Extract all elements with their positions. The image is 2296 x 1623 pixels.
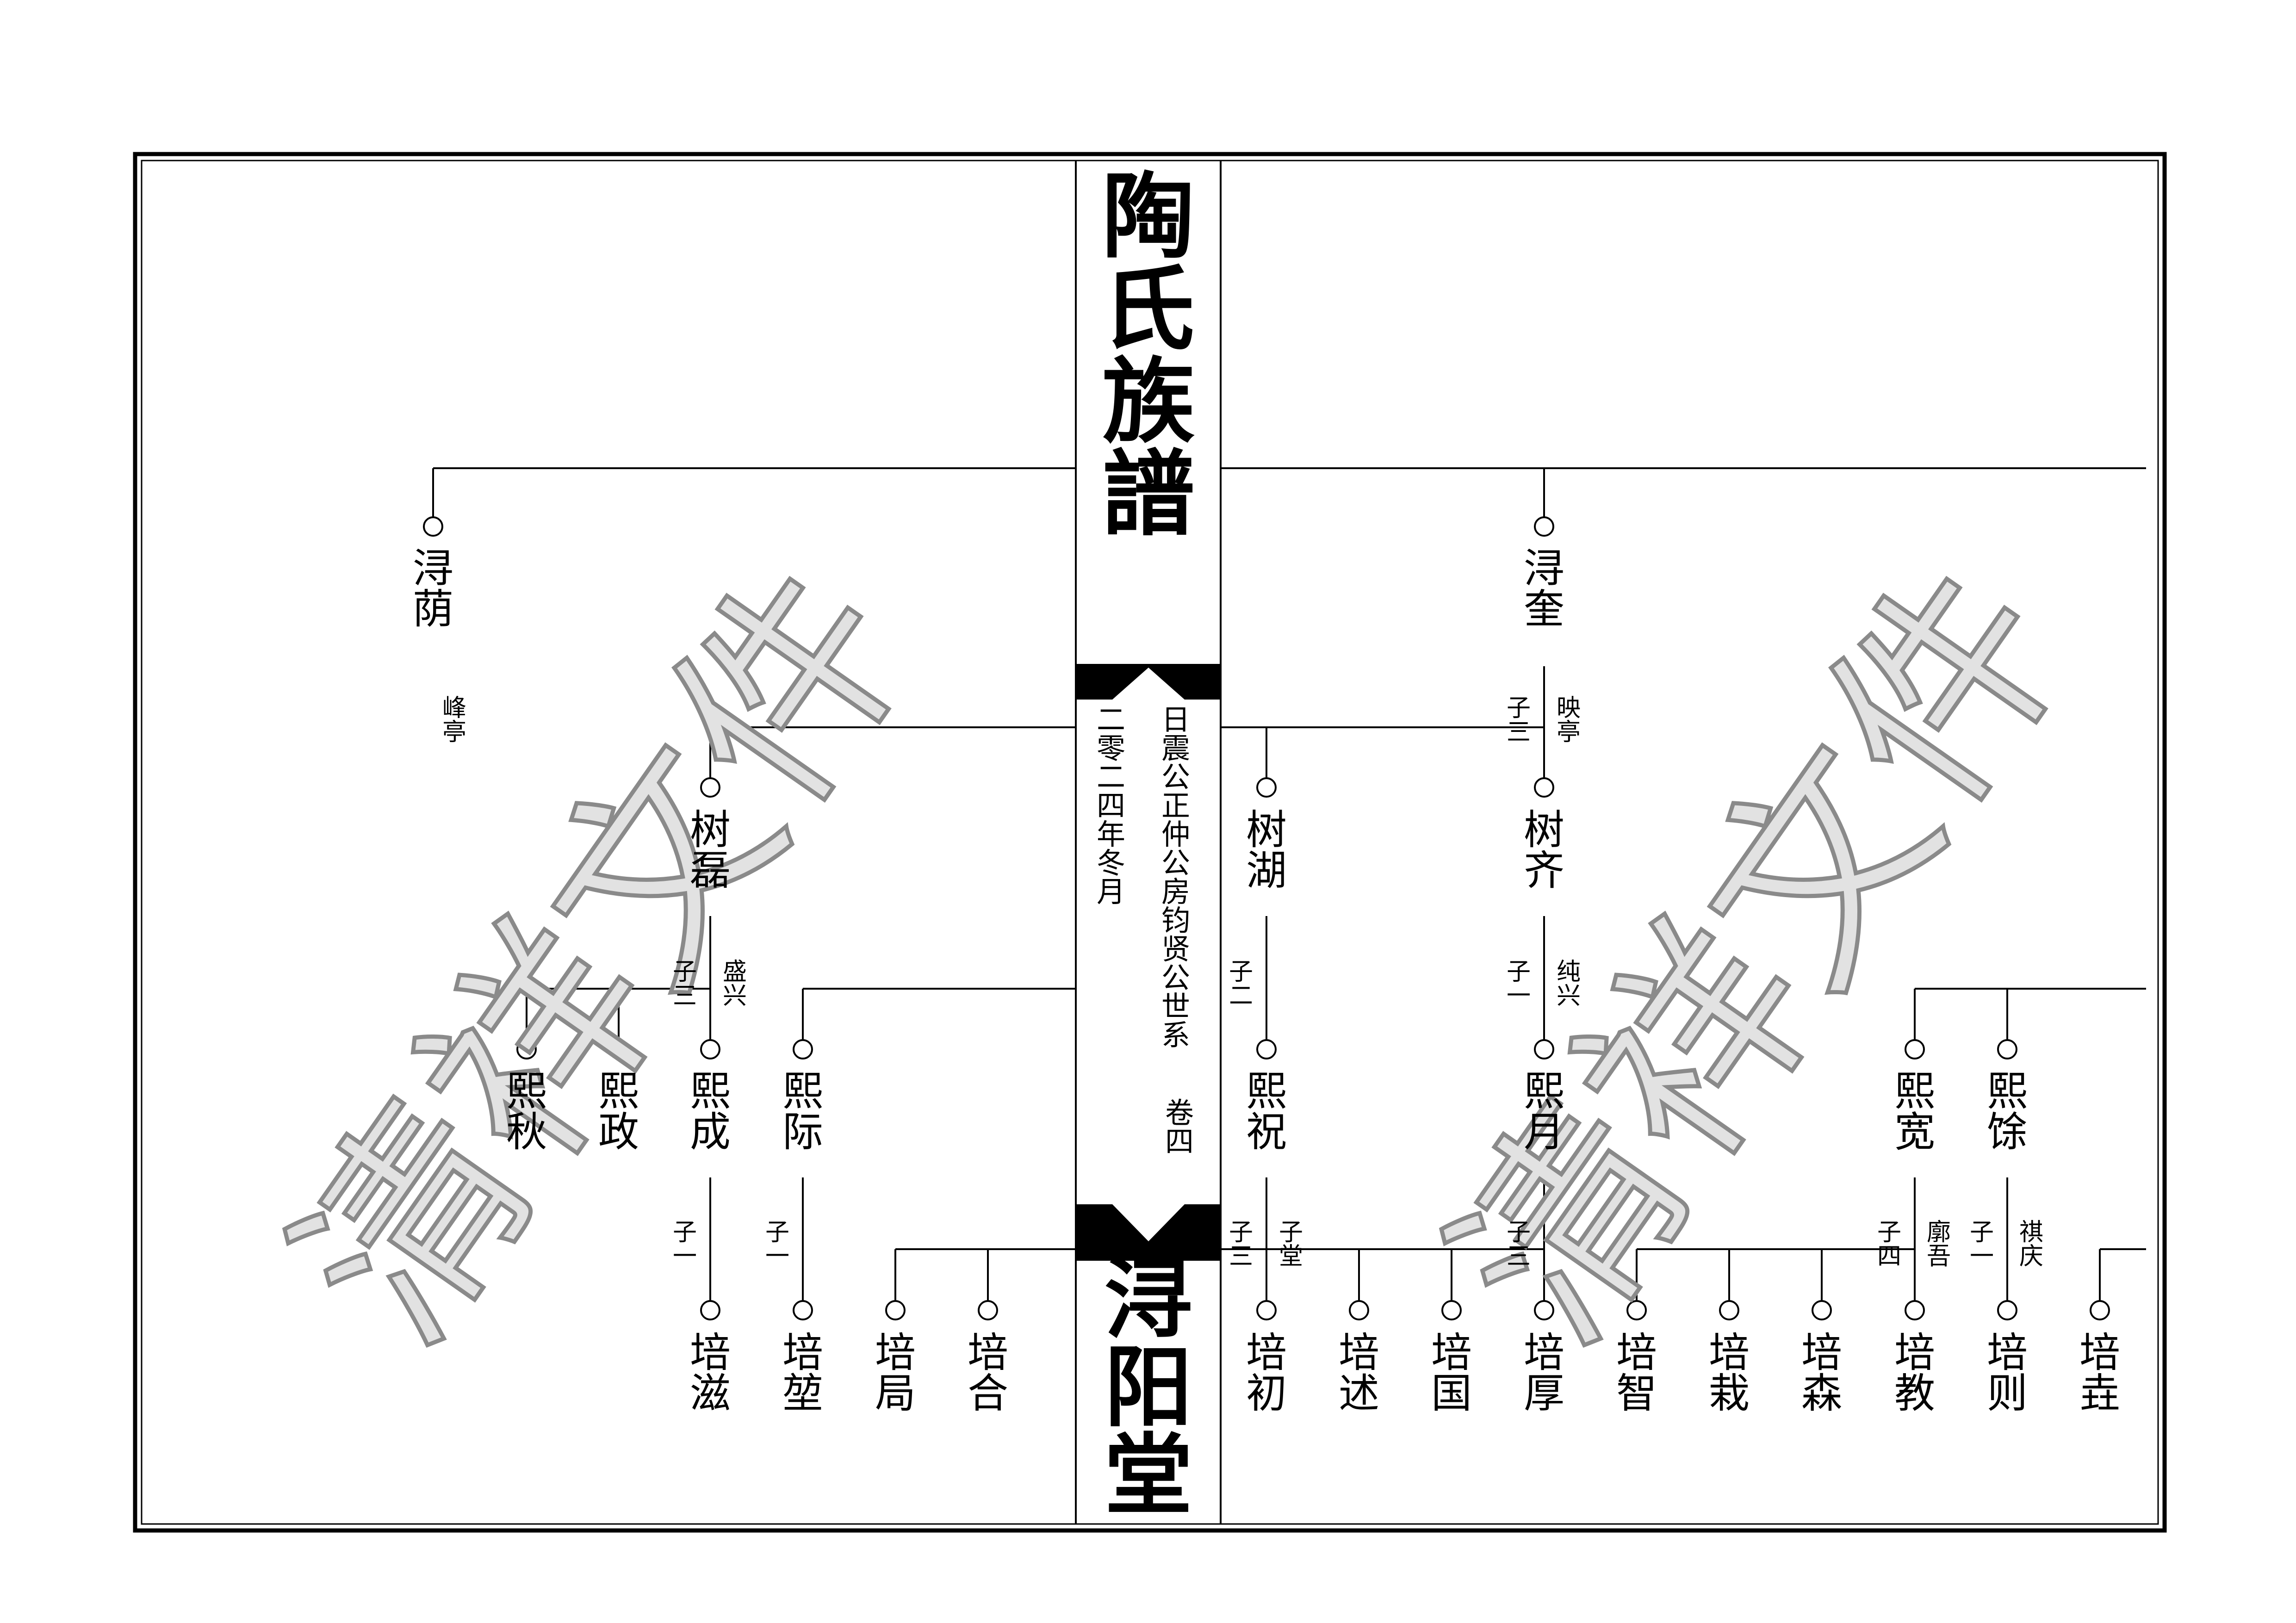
person-name: 培局 <box>875 1329 916 1417</box>
volume-label: 卷四 <box>1165 1096 1194 1158</box>
person-name: 培栽 <box>1708 1329 1750 1417</box>
person-name: 熙秋 <box>506 1067 547 1156</box>
hall-name: 浔阳堂 <box>1104 1249 1192 1527</box>
person-name: 熙宽 <box>1894 1067 1935 1156</box>
person-name: 熙际 <box>782 1067 823 1156</box>
alias-annotation: 祺庆 <box>2019 1219 2043 1270</box>
person-name: 熙成 <box>689 1067 731 1156</box>
person-name: 培教 <box>1894 1329 1935 1417</box>
person-name: 熙馀 <box>1986 1067 2028 1156</box>
person-name: 树齐 <box>1523 806 1564 894</box>
person-name: 培国 <box>1431 1329 1472 1417</box>
son-count: 子三 <box>1506 1219 1531 1270</box>
alias-annotation: 子堂 <box>1278 1219 1303 1270</box>
son-count: 子三 <box>1506 694 1531 746</box>
alias-annotation: 映亭 <box>1556 694 1581 746</box>
person-name: 培森 <box>1801 1329 1842 1417</box>
person-name: 树磊 <box>689 806 731 894</box>
person-name: 培则 <box>1986 1329 2028 1417</box>
book-title: 陶氏族譜 <box>1102 163 1195 549</box>
person-name: 培初 <box>1246 1329 1287 1417</box>
son-count: 子一 <box>765 1219 789 1270</box>
person-name: 培垚 <box>2079 1329 2120 1417</box>
son-count: 子四 <box>1877 1219 1901 1270</box>
person-name: 浔奎 <box>1523 545 1564 633</box>
person-name: 浔荫 <box>412 545 453 633</box>
person-name: 培滋 <box>689 1329 731 1417</box>
son-count: 子一 <box>1506 958 1531 1010</box>
son-count: 子一 <box>672 1219 697 1270</box>
son-count: 子二 <box>1229 958 1253 1010</box>
date-line: 二零二四年冬月 <box>1096 703 1125 909</box>
son-count: 子三 <box>1229 1219 1253 1270</box>
person-name: 培合 <box>967 1329 1008 1417</box>
person-name: 培智 <box>1616 1329 1657 1417</box>
son-count: 子一 <box>1969 1219 1994 1270</box>
alias-annotation: 峰亭 <box>442 694 466 746</box>
person-name: 树湖 <box>1246 806 1287 894</box>
branch-line: 日震公正仲公房钧贤公世系 <box>1161 703 1190 1052</box>
person-name: 熙政 <box>598 1067 639 1156</box>
alias-annotation: 盛兴 <box>722 958 747 1010</box>
alias-annotation: 纯兴 <box>1556 958 1581 1010</box>
person-name: 培堃 <box>782 1329 823 1417</box>
person-name: 培厚 <box>1523 1329 1564 1417</box>
person-name: 熙月 <box>1523 1067 1564 1156</box>
alias-annotation: 廓吾 <box>1926 1219 1951 1270</box>
person-name: 培述 <box>1338 1329 1379 1417</box>
son-count: 子三 <box>672 958 697 1010</box>
person-name: 熙祝 <box>1246 1067 1287 1156</box>
